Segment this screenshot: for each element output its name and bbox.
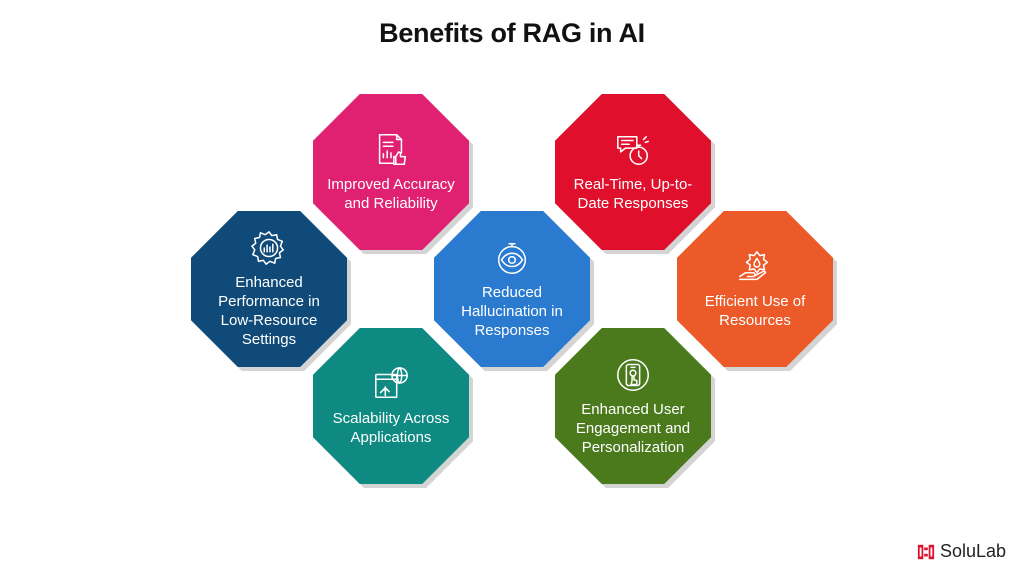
benefit-resources: Efficient Use of Resources [677, 211, 837, 371]
eye-target-icon [493, 239, 531, 277]
benefit-realtime: Real-Time, Up-to- Date Responses [555, 94, 715, 254]
benefit-label: Enhanced Performance in Low-Resource Set… [218, 274, 320, 348]
chat-stopwatch-icon [614, 131, 652, 169]
benefit-hallucination: Reduced Hallucination in Responses [434, 211, 594, 371]
page-title: Benefits of RAG in AI [379, 18, 645, 48]
report-thumbs-up-icon [372, 131, 410, 169]
benefit-label: Enhanced User Engagement and Personaliza… [575, 400, 691, 456]
browser-globe-icon [372, 365, 410, 403]
benefit-label: Efficient Use of Resources [704, 293, 806, 329]
benefit-label: Improved Accuracy and Reliability [327, 176, 455, 212]
benefit-label: Real-Time, Up-to- Date Responses [573, 176, 693, 212]
benefit-scalability: Scalability Across Applications [313, 328, 473, 488]
brand: SoluLab [917, 541, 1006, 562]
phone-touch-icon [614, 356, 652, 394]
brand-name: SoluLab [939, 541, 1006, 561]
hand-drop-icon [736, 248, 774, 286]
benefit-label: Scalability Across Applications [332, 410, 450, 446]
benefit-performance: Enhanced Performance in Low-Resource Set… [191, 211, 351, 371]
benefit-engagement: Enhanced User Engagement and Personaliza… [555, 328, 715, 488]
benefit-accuracy: Improved Accuracy and Reliability [313, 94, 473, 254]
gear-chart-icon [250, 229, 288, 267]
solulab-logo-icon [917, 543, 935, 561]
benefit-label: Reduced Hallucination in Responses [461, 283, 563, 339]
